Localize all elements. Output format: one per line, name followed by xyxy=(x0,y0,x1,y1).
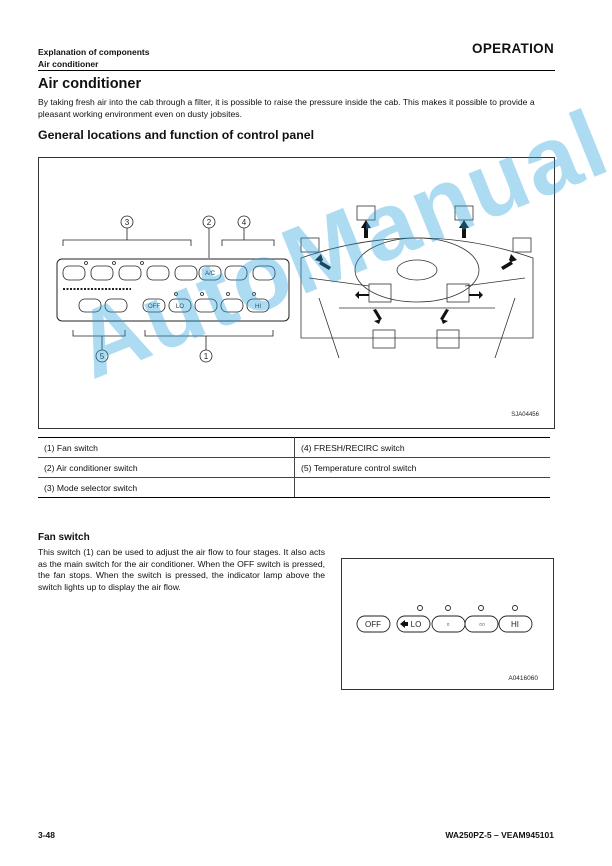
header-section-line2: Air conditioner xyxy=(38,59,99,69)
figure1-code: SJA04456 xyxy=(511,412,539,418)
off-label: OFF xyxy=(148,304,160,310)
intro-paragraph: By taking fresh air into the cab through… xyxy=(38,97,535,119)
hi-label: HI xyxy=(255,304,261,310)
fan-mid2-label: ▫▫ xyxy=(479,620,485,629)
header-section-line1: Explanation of components xyxy=(38,47,150,57)
fan-switch-heading: Fan switch xyxy=(38,532,90,543)
fan-switch-figure: OFF LO ▫ ▫▫ HI A0416060 xyxy=(341,558,554,690)
lo-label: LO xyxy=(176,304,184,310)
component-legend-table: (1) Fan switch (4) FRESH/RECIRC switch (… xyxy=(38,437,550,498)
fan-switch-paragraph: This switch (1) can be used to adjust th… xyxy=(38,547,325,592)
page-number: 3-48 xyxy=(38,830,56,840)
callout-4: 4 xyxy=(242,218,247,227)
legend-cell: (5) Temperature control switch xyxy=(294,457,550,478)
fan-switch-illustration: OFF LO ▫ ▫▫ HI A0416060 xyxy=(356,605,538,682)
control-panel-illustration: 3 2 4 5 1 A/C OFF LO HI xyxy=(56,205,540,418)
fan-icon xyxy=(400,620,408,628)
legend-cell: (1) Fan switch xyxy=(38,437,295,458)
callout-1: 1 xyxy=(204,352,209,361)
callout-5: 5 xyxy=(100,352,105,361)
table-row: (3) Mode selector switch xyxy=(38,477,550,498)
header-rule xyxy=(38,70,555,71)
callout-2: 2 xyxy=(207,218,212,227)
legend-cell: (4) FRESH/RECIRC switch xyxy=(294,437,550,458)
model-code: WA250PZ-5 – VEAM945101 xyxy=(445,830,554,840)
legend-cell: (3) Mode selector switch xyxy=(38,477,295,498)
legend-cell xyxy=(294,477,550,498)
header-chapter: OPERATION xyxy=(472,41,554,56)
figure2-code: A0416060 xyxy=(508,675,538,682)
page-title: Air conditioner xyxy=(38,76,142,92)
section-subtitle: General locations and function of contro… xyxy=(38,128,315,142)
ac-label: A/C xyxy=(205,271,216,277)
callout-3: 3 xyxy=(125,218,130,227)
legend-cell: (2) Air conditioner switch xyxy=(38,457,295,478)
fan-off-label: OFF xyxy=(365,620,381,629)
control-panel-figure: 3 2 4 5 1 A/C OFF LO HI xyxy=(38,157,555,429)
table-row: (1) Fan switch (4) FRESH/RECIRC switch xyxy=(38,437,550,458)
header-section: Explanation of components Air conditione… xyxy=(38,46,149,70)
fan-mid1-label: ▫ xyxy=(447,620,450,629)
fan-lo-label: LO xyxy=(411,620,422,629)
fan-hi-label: HI xyxy=(511,620,519,629)
table-row: (2) Air conditioner switch (5) Temperatu… xyxy=(38,457,550,478)
